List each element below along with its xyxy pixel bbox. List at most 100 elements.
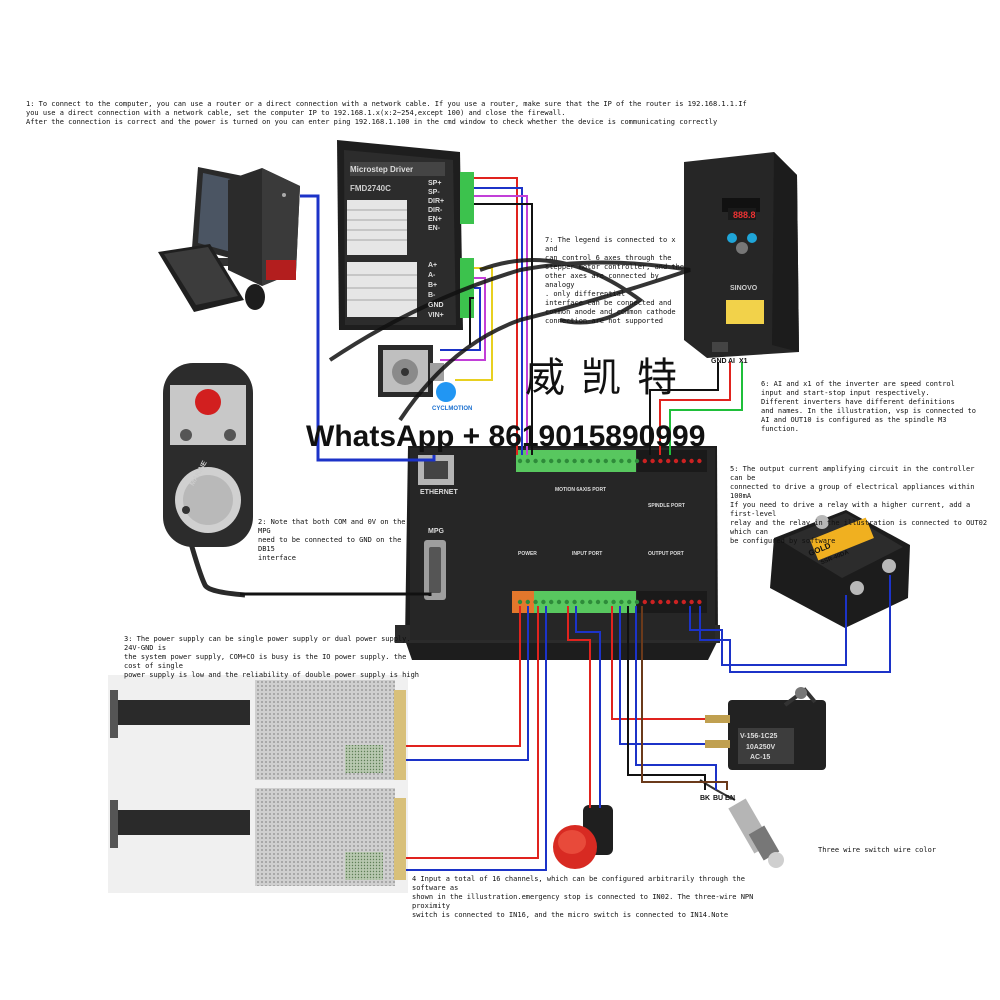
micro-switch-class: AC-15 [750,754,771,761]
terminal-screw [525,458,530,464]
driver-signal-b-minus: B- [428,292,436,299]
terminal-screw [627,599,632,605]
terminal-screw [595,458,601,464]
note-mpg-line-3: interface [258,554,296,562]
terminal-screw [603,458,608,464]
terminal-screw [673,599,679,605]
power-supply-2 [108,785,408,893]
note-outputs-line-3: If you need to drive a relay with a high… [730,501,971,518]
spindle-terminal-block[interactable] [637,450,707,472]
inverter-brand: SINOVO [730,285,758,292]
terminal-screw [634,458,640,464]
terminal-screw [517,599,523,605]
power-label: POWER [518,551,537,557]
terminal-screw [588,599,593,605]
driver-signal-dir-minus: DIR- [428,207,443,214]
terminal-screw [525,599,530,605]
note-axes-line-1: 7: The legend is connected to x and [545,236,676,253]
note-mpg: 2: Note that both COM and 0V on the MPG … [258,518,408,563]
power-supply-1 [108,675,408,787]
terminal-screw [549,458,554,464]
driver-signal-sp-minus: SP- [428,189,440,196]
terminal-screw [611,599,616,605]
terminal-screw [658,599,663,605]
estop-icon[interactable] [195,389,221,415]
note-inverter-line-2: input and start-stop input respectively. [761,389,930,397]
terminal-screw [627,458,632,464]
note-power-line-3: power supply is low and the reliability … [124,671,420,679]
sensor-wire-bk: BK [700,795,711,802]
driver-signal-b-plus: B+ [428,282,438,289]
terminal-screw [541,599,546,605]
driver-signal-sp-plus: SP+ [428,180,442,187]
note-inverter-line-5: AI and OUT10 is configured as the spindl… [761,416,947,424]
spindle-port-label: SPINDLE PORT [648,503,685,509]
terminal-screw [697,599,702,605]
emergency-stop-button [553,805,613,869]
terminal-screw [541,458,546,464]
terminal-screw [580,458,585,464]
brand-logo-icon [436,382,456,402]
note-axes-line-7: common anode and common cathode [545,308,676,316]
terminal-screw [549,599,554,605]
output-terminal-block[interactable] [637,591,707,613]
note-inputs: 4 Input a total of 16 channels, which ca… [412,875,762,920]
note-network: 1: To connect to the computer, you can u… [26,100,747,127]
sensor-wire-bn: BN [725,795,736,802]
note-inverter: 6: AI and x1 of the inverter are speed c… [761,380,991,434]
terminal-screw [681,599,686,605]
note-outputs-line-1: 5: The output current amplifying circuit… [730,465,975,482]
terminal-screw [681,458,686,464]
note-power: 3: The power supply can be single power … [124,635,424,680]
micro-switch-model: V-156-1C25 [740,733,778,740]
note-axes: 7: The legend is connected to x and can … [545,236,685,326]
mpg-pendant [163,363,253,598]
output-port-label: OUTPUT PORT [648,551,684,557]
note-inputs-line-3: switch is connected to IN16, and the mic… [412,911,729,919]
driver-signal-vin: VIN+ [428,312,444,319]
terminal-screw [650,599,655,605]
note-axes-line-2: can control 6 axes through the [545,254,672,262]
note-network-line-2: you use a direct connection with a netwo… [26,109,566,117]
note-outputs-line-2: connected to drive a group of electrical… [730,483,975,500]
terminal-screw [564,599,569,605]
terminal-screw [697,458,702,464]
input-port-label: INPUT PORT [572,551,603,557]
note-axes-line-5: . only differential [545,290,626,298]
inverter [684,152,799,358]
terminal-screw [666,599,671,605]
stepper-driver [337,140,474,330]
mouse [245,284,265,310]
driver-model: FMD2740C [350,184,391,193]
driver-signal-a-plus: A+ [428,262,438,269]
terminal-screw [556,599,562,605]
terminal-screw [572,599,577,605]
note-inverter-line-1: 6: AI and x1 of the inverter are speed c… [761,380,955,388]
watermark-scribble [328,258,691,422]
mpg-label: MPG [428,528,444,535]
driver-title: Microstep Driver [350,165,414,174]
watermark-brand: CYCLMOTION [432,406,473,412]
watermark-whatsapp: WhatsApp + 8619015890999 [306,420,706,453]
note-outputs: 5: The output current amplifying circuit… [730,465,990,546]
driver-signal-en-minus: EN- [428,225,441,232]
micro-switch [705,687,826,770]
terminal-screw [634,599,640,605]
terminal-screw [673,458,679,464]
note-three-wire: Three wire switch wire color [818,846,937,854]
terminal-screw [595,599,601,605]
sensor-wire-bu: BU [713,795,724,802]
terminal-screw [689,458,694,464]
inverter-display: 888.8 [733,210,756,220]
terminal-screw [619,599,624,605]
driver-signal-dir-plus: DIR+ [428,198,445,205]
terminal-screw [572,458,577,464]
inverter-terminal-ai: AI [728,358,735,365]
note-axes-line-6: interface can be connected and [545,299,672,307]
driver-signal-a-minus: A- [428,272,436,279]
note-mpg-line-1: 2: Note that both COM and 0V on the MPG [258,518,406,535]
note-inverter-line-3: Different inverters have different defin… [761,398,955,406]
inverter-terminal-gnd: GND [711,358,727,365]
terminal-screw [580,599,585,605]
